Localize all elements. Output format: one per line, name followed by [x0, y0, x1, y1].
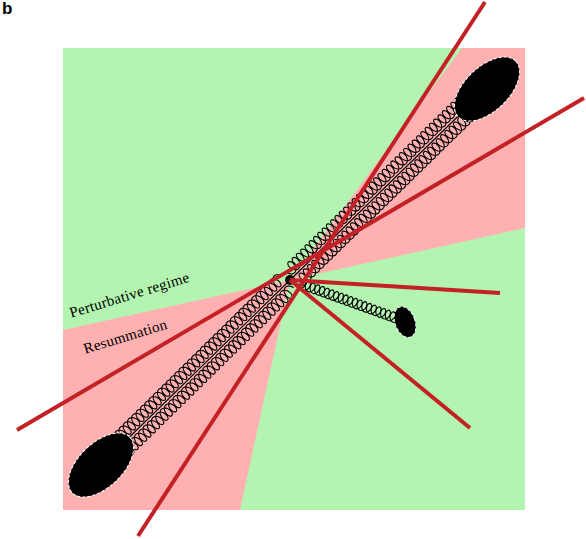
hadron-blobs	[57, 45, 531, 508]
gluon-coil	[298, 106, 480, 286]
panel-letter: b	[2, 0, 12, 17]
gluon-coil	[286, 94, 468, 274]
quark-lines	[103, 90, 485, 463]
perturbative-region	[63, 48, 525, 510]
jet-cone-lines	[17, 2, 584, 536]
